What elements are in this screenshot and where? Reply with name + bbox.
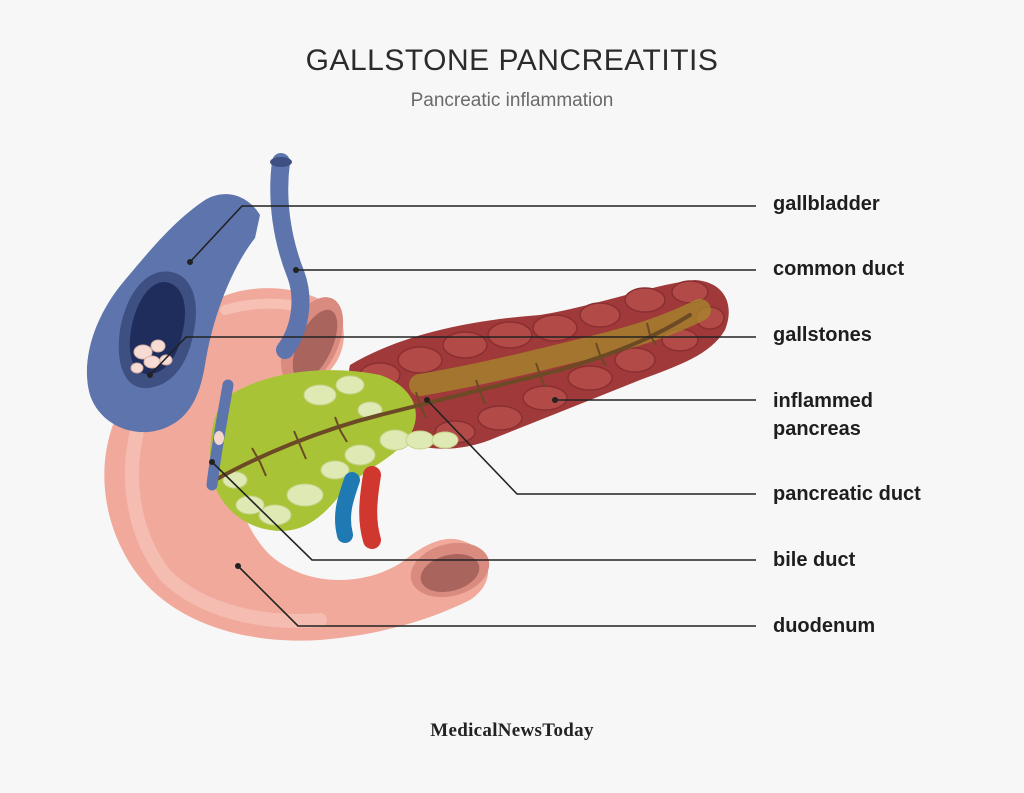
diagram-subtitle: Pancreatic inflammation — [410, 90, 614, 111]
label-gallstones: gallstones — [773, 324, 872, 346]
label-gallbladder: gallbladder — [773, 193, 880, 215]
common-duct-shape — [270, 153, 310, 359]
diagram-title: GALLSTONE PANCREATITIS — [305, 44, 719, 77]
leader-pancreatic-duct — [426, 399, 756, 495]
label-pancreatic-duct: pancreatic duct — [773, 483, 921, 505]
label-common-duct: common duct — [773, 258, 905, 280]
label-bile-duct: bile duct — [773, 549, 856, 571]
leader-gallbladder — [189, 205, 756, 263]
bile-duct-stone — [214, 431, 224, 445]
common-duct-opening — [270, 157, 292, 167]
gallstones-shape — [130, 339, 173, 374]
label-duodenum: duodenum — [773, 615, 876, 637]
pancreas-head-shape — [210, 370, 459, 531]
leader-dots — [147, 259, 558, 569]
brand-logo: MedicalNewsToday — [430, 720, 594, 741]
pancreatic-duct-branches — [251, 322, 657, 477]
label-inflamed-pancreas: inflammed pancreas — [773, 390, 874, 440]
leader-bile-duct — [211, 461, 756, 561]
blood-vessels — [335, 466, 381, 549]
leader-duodenum — [237, 565, 756, 627]
leader-lines — [149, 205, 756, 627]
inflamed-pancreas-shape — [349, 280, 729, 449]
pancreatic-duct-line — [213, 313, 692, 482]
leader-gallstones — [149, 336, 756, 376]
